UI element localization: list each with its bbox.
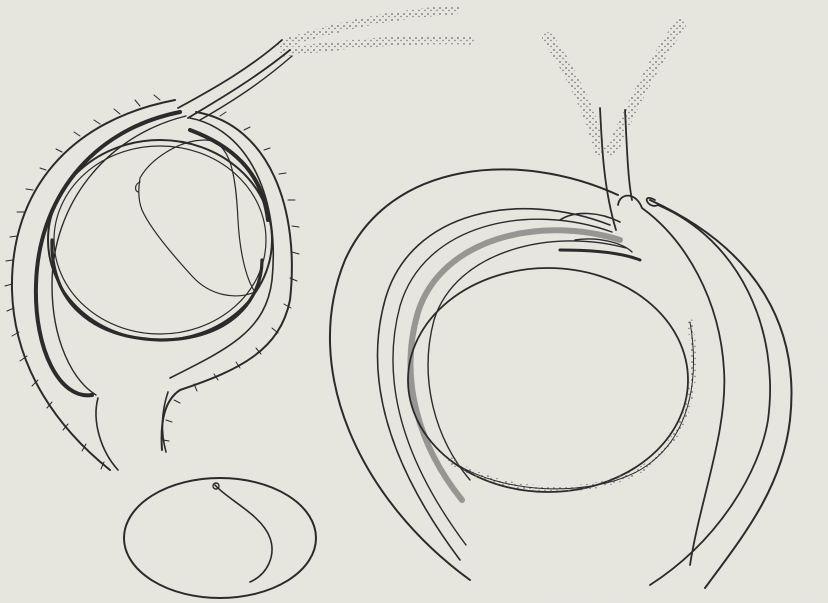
botanical-plate — [0, 0, 828, 603]
plate-illustration — [0, 0, 828, 603]
paper-texture — [0, 0, 828, 603]
